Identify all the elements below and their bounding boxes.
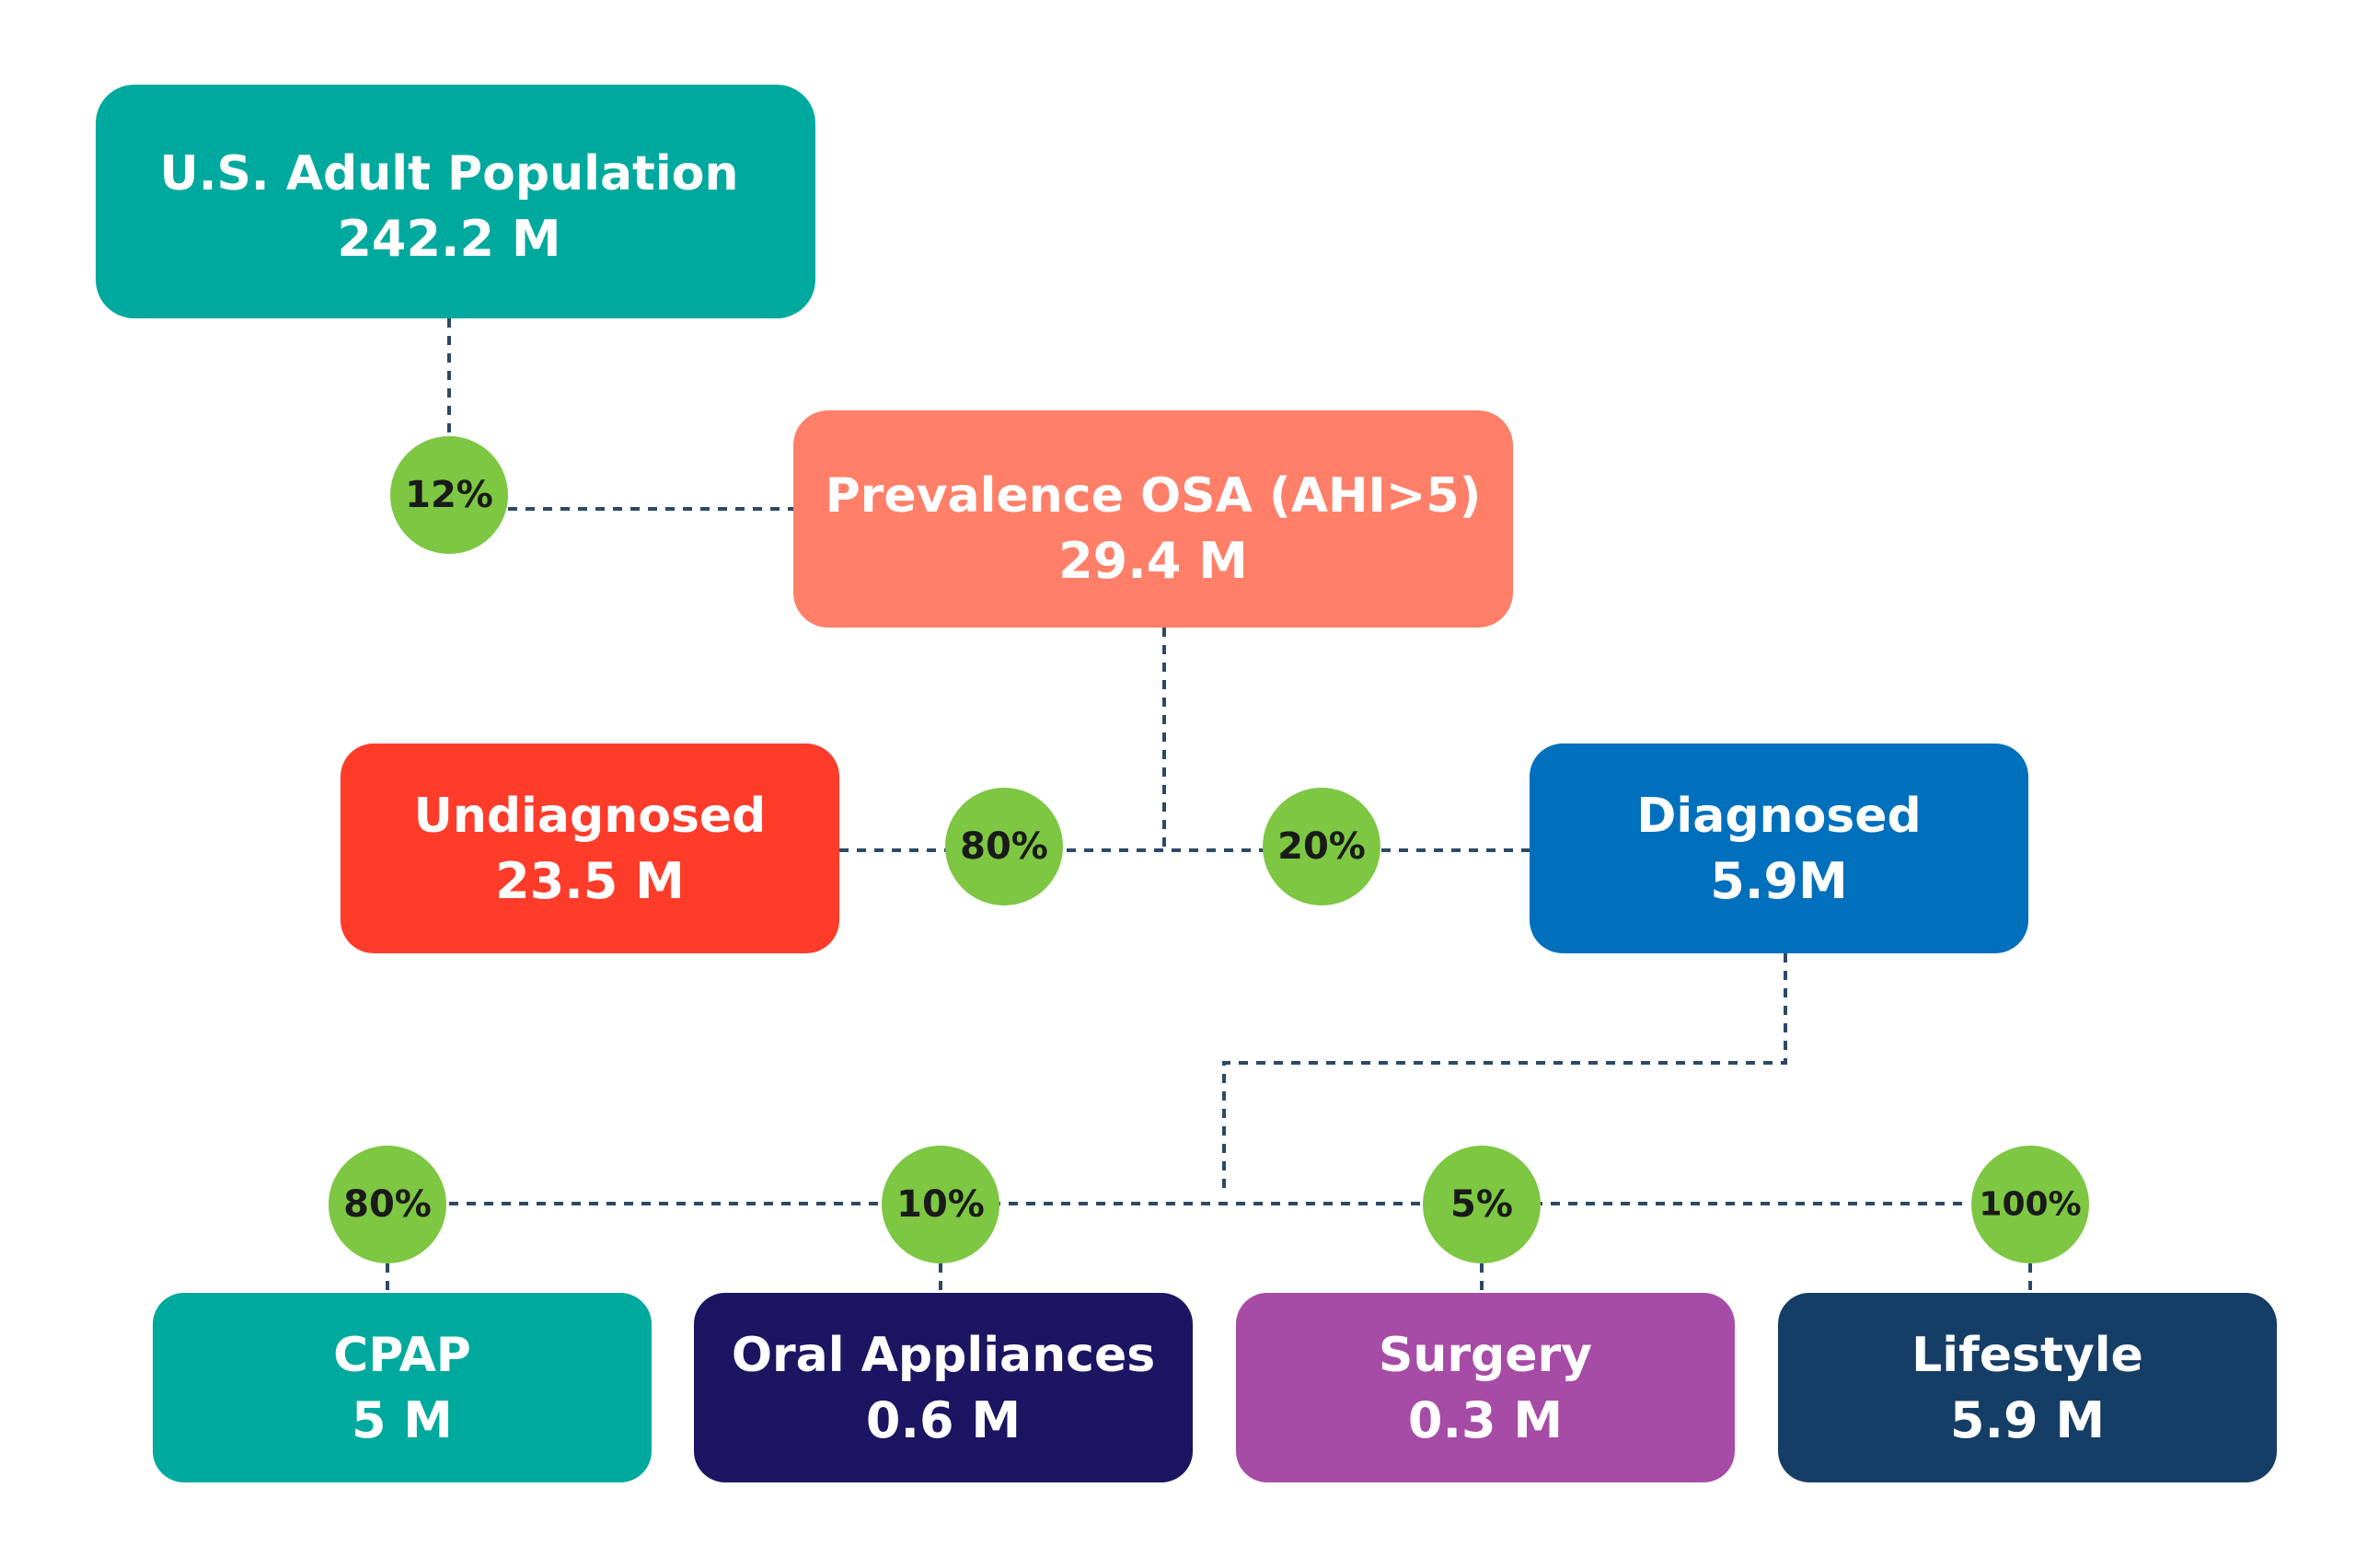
node-cpap: CPAP 5 M [153,1293,652,1482]
node-box [1778,1293,2277,1482]
badge-label: 100% [1979,1186,2081,1224]
node-value: 29.4 M [1058,532,1248,590]
node-us-adult-population: U.S. Adult Population 242.2 M [96,85,815,318]
node-box [1530,744,2028,953]
badge-prevalence: 12% [390,436,508,554]
node-box [96,85,815,318]
badge-label: 80% [343,1183,432,1226]
node-box [793,410,1513,628]
node-value: 5.9 M [1950,1391,2105,1449]
badge-label: 10% [896,1183,985,1226]
badge-circle [1971,1146,2089,1263]
node-box [694,1293,1193,1482]
badge-lifestyle: 100% [1971,1146,2089,1263]
badge-circle [882,1146,999,1263]
node-title: Lifestyle [1911,1328,2143,1383]
badge-circle [390,436,508,554]
badge-label: 12% [405,474,493,516]
node-title: Undiagnosed [414,789,767,844]
node-title: U.S. Adult Population [160,146,739,202]
badge-surgery: 5% [1423,1146,1541,1263]
node-value: 5.9M [1710,852,1847,910]
node-box [341,744,839,953]
badge-undiagnosed: 80% [945,788,1063,905]
node-title: Oral Appliances [732,1328,1155,1383]
node-title: CPAP [333,1328,471,1383]
badge-label: 5% [1450,1183,1513,1226]
badge-label: 20% [1277,825,1366,868]
badge-circle [329,1146,446,1263]
node-box [153,1293,652,1482]
badge-circle [945,788,1063,905]
node-value: 23.5 M [495,852,685,910]
node-surgery: Surgery 0.3 M [1236,1293,1735,1482]
node-oral-appliances: Oral Appliances 0.6 M [694,1293,1193,1482]
connector-diagnosed-down [1222,953,1787,1194]
badge-diagnosed: 20% [1263,788,1380,905]
node-undiagnosed: Undiagnosed 23.5 M [341,744,839,953]
node-value: 5 M [352,1391,453,1449]
node-title: Diagnosed [1636,789,1922,844]
badge-circle [1263,788,1380,905]
node-value: 242.2 M [337,210,560,268]
node-value: 0.6 M [866,1391,1021,1449]
node-lifestyle: Lifestyle 5.9 M [1778,1293,2277,1482]
badge-label: 80% [960,825,1048,868]
badge-cpap: 80% [329,1146,446,1263]
badge-circle [1423,1146,1541,1263]
connectors [386,318,2032,1293]
node-prevalence-osa: Prevalence OSA (AHI>5) 29.4 M [793,410,1513,628]
node-title: Prevalence OSA (AHI>5) [826,468,1482,524]
node-value: 0.3 M [1408,1391,1563,1449]
node-title: Surgery [1379,1328,1592,1383]
badge-oral-appliances: 10% [882,1146,999,1263]
node-diagnosed: Diagnosed 5.9M [1530,744,2028,953]
node-box [1236,1293,1735,1482]
